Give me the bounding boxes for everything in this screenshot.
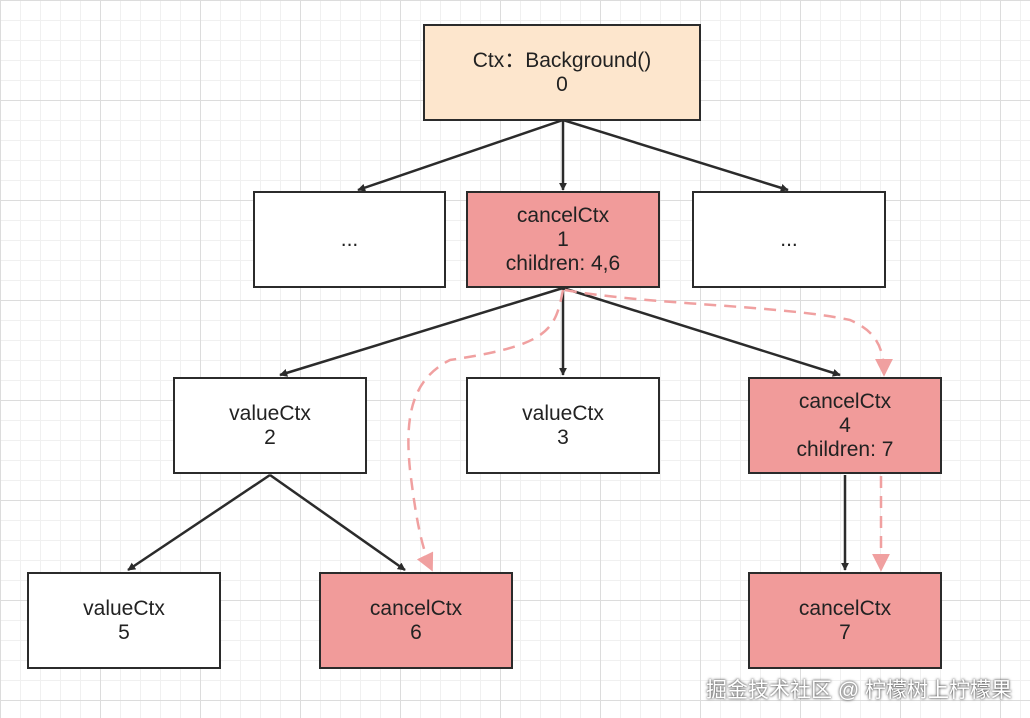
- node-cancel1-line-1: cancelCtx: [516, 203, 610, 227]
- dashed-edge-cancel1-to-cancel6: [407, 289, 565, 572]
- node-value5-line-1: valueCtx: [83, 596, 165, 620]
- edge-cancel1-to-cancel4: [562, 286, 841, 377]
- node-cancel4-line-3: children: 7: [796, 437, 894, 461]
- node-cancel-ctx-4: cancelCtx 4 children: 7: [748, 377, 942, 474]
- edge-cancel1-to-value2: [279, 286, 564, 377]
- dashed-edge-cancel1-to-cancel4: [564, 288, 893, 377]
- node-ellipsis-right-text: ...: [780, 227, 798, 251]
- edge-value2-to-value5: [127, 473, 271, 572]
- node-cancel6-line-1: cancelCtx: [369, 596, 463, 620]
- node-value-ctx-3: valueCtx 3: [466, 377, 660, 474]
- node-cancel-ctx-6: cancelCtx 6: [319, 572, 513, 669]
- node-value5-line-2: 5: [118, 620, 130, 644]
- node-root-line-2: 0: [556, 72, 568, 96]
- node-value-ctx-2: valueCtx 2: [173, 377, 367, 474]
- node-cancel7-line-2: 7: [839, 620, 851, 644]
- node-value3-line-1: valueCtx: [522, 401, 604, 425]
- node-cancel1-line-3: children: 4,6: [505, 251, 621, 275]
- node-cancel7-line-1: cancelCtx: [798, 596, 892, 620]
- node-value2-line-1: valueCtx: [229, 401, 311, 425]
- node-cancel4-line-1: cancelCtx: [798, 389, 892, 413]
- node-cancel4-line-2: 4: [839, 413, 851, 437]
- node-ellipsis-right: ...: [692, 191, 886, 288]
- node-cancel-ctx-7: cancelCtx 7: [748, 572, 942, 669]
- node-root-line-1: Ctx：Background(): [472, 48, 652, 72]
- node-value-ctx-5: valueCtx 5: [27, 572, 221, 669]
- node-root-background: Ctx：Background() 0: [423, 24, 701, 121]
- node-cancel1-line-2: 1: [557, 227, 569, 251]
- watermark-text: 掘金技术社区 @ 柠檬树上柠檬果: [706, 679, 1012, 702]
- node-cancel6-line-2: 6: [410, 620, 422, 644]
- node-value2-line-2: 2: [264, 425, 276, 449]
- node-value3-line-2: 3: [557, 425, 569, 449]
- edge-root-to-ellipsis-left: [357, 118, 564, 192]
- edge-value2-to-cancel6: [269, 473, 406, 572]
- node-ellipsis-left: ...: [253, 191, 446, 288]
- node-ellipsis-left-text: ...: [340, 227, 359, 251]
- edge-root-to-ellipsis-right: [562, 118, 789, 192]
- node-cancel-ctx-1: cancelCtx 1 children: 4,6: [466, 191, 660, 288]
